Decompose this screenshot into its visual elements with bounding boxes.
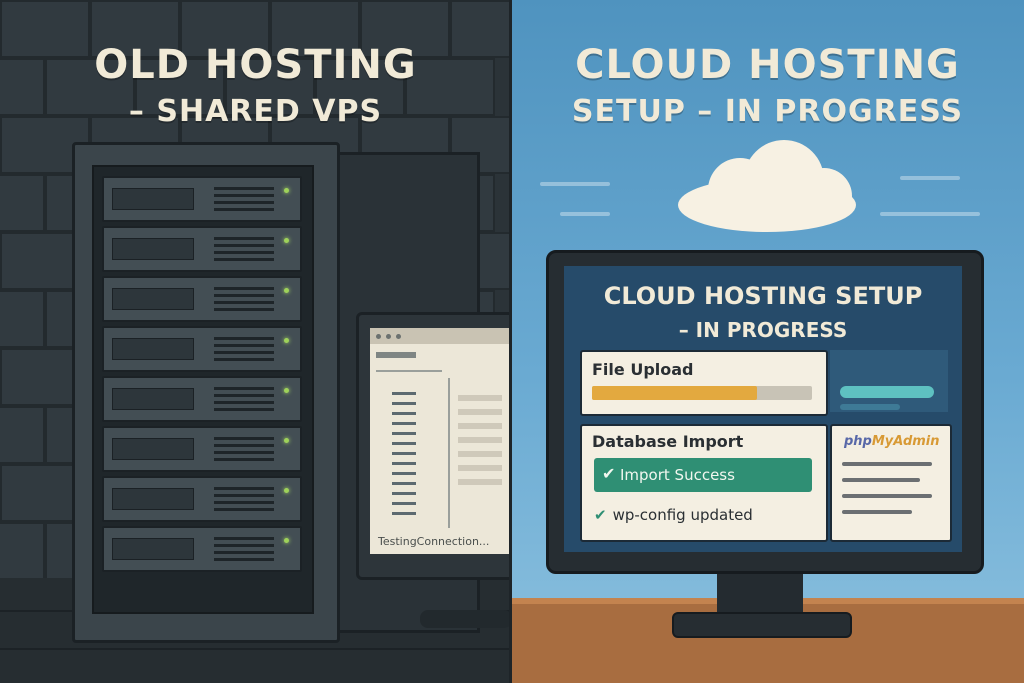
cloud-icon <box>678 140 856 232</box>
file-upload-progress-fill <box>592 386 757 400</box>
check-icon: ✔ <box>594 506 607 524</box>
phpmyadmin-logo: phpMyAdmin <box>844 434 940 449</box>
text-line <box>392 442 416 445</box>
floor-line <box>0 648 511 650</box>
text-line <box>842 510 912 514</box>
window-dot-icon <box>386 334 391 339</box>
server-unit <box>102 326 302 372</box>
brick <box>360 0 450 58</box>
server-unit <box>102 176 302 222</box>
status-bar-indicator <box>840 386 934 398</box>
brick <box>0 174 45 232</box>
wp-config-label: wp-config updated <box>612 506 753 524</box>
window-dot-icon <box>376 334 381 339</box>
cloud-hosting-title: CLOUD HOSTING <box>575 42 960 88</box>
text-line <box>376 352 416 358</box>
brick <box>180 0 270 58</box>
screen-title: CLOUD HOSTING SETUP <box>603 282 923 310</box>
monitor-base <box>672 612 852 638</box>
import-success-badge: ✔ Import Success <box>594 458 812 492</box>
mini-monitor-stand <box>420 610 512 628</box>
server-unit <box>102 276 302 322</box>
brick <box>0 290 45 348</box>
status-led-icon <box>284 288 289 293</box>
window-dot-icon <box>396 334 401 339</box>
sky-streak <box>880 212 980 216</box>
brick <box>135 58 225 116</box>
status-led-icon <box>284 438 289 443</box>
wp-config-status: ✔ wp-config updated <box>594 506 753 524</box>
text-line <box>392 452 416 455</box>
text-line <box>458 395 502 401</box>
screen-subtitle: – IN PROGRESS <box>678 318 848 342</box>
cloud-hosting-subtitle: SETUP – IN PROGRESS <box>571 94 964 129</box>
text-line <box>392 502 416 505</box>
old-hosting-subtitle: – SHARED VPS <box>128 94 383 129</box>
text-line <box>458 437 502 443</box>
brick <box>0 406 45 464</box>
text-line <box>392 462 416 465</box>
brick <box>0 58 45 116</box>
text-line <box>842 494 932 498</box>
phpmyadmin-card <box>830 424 952 542</box>
text-line <box>392 412 416 415</box>
text-line <box>376 370 442 372</box>
text-line <box>392 482 416 485</box>
check-icon: ✔ <box>602 464 616 483</box>
monitor-neck <box>717 566 803 618</box>
brick <box>315 58 405 116</box>
server-unit <box>102 226 302 272</box>
connection-status-text: TestingConnection... <box>378 535 490 548</box>
old-hosting-title: OLD HOSTING <box>94 42 417 88</box>
brick <box>45 58 135 116</box>
brick <box>405 58 495 116</box>
text-line <box>842 462 932 466</box>
import-success-label: Import Success <box>620 466 735 484</box>
status-led-icon <box>284 538 289 543</box>
text-line <box>458 451 502 457</box>
status-led-icon <box>284 488 289 493</box>
sky-streak <box>540 182 610 186</box>
server-unit <box>102 376 302 422</box>
sky-streak <box>900 176 960 180</box>
server-unit <box>102 426 302 472</box>
database-import-label: Database Import <box>592 432 744 451</box>
mini-window-titlebar <box>370 328 510 344</box>
side-pane <box>830 350 948 412</box>
text-line <box>448 378 450 528</box>
status-led-icon <box>284 238 289 243</box>
text-line <box>458 479 502 485</box>
text-line <box>392 512 416 515</box>
file-upload-progress <box>592 386 812 400</box>
brick <box>90 0 180 58</box>
status-bar-indicator <box>840 404 900 410</box>
brick <box>225 58 315 116</box>
text-line <box>392 402 416 405</box>
text-line <box>458 409 502 415</box>
text-line <box>458 423 502 429</box>
text-line <box>392 492 416 495</box>
text-line <box>392 432 416 435</box>
status-led-icon <box>284 188 289 193</box>
server-unit <box>102 476 302 522</box>
text-line <box>392 392 416 395</box>
brick <box>0 522 45 580</box>
file-upload-label: File Upload <box>592 360 694 379</box>
brick <box>270 0 360 58</box>
text-line <box>392 422 416 425</box>
file-upload-card <box>580 350 828 416</box>
sky-streak <box>560 212 610 216</box>
text-line <box>458 465 502 471</box>
brick <box>0 0 90 58</box>
server-unit <box>102 526 302 572</box>
panel-divider <box>509 0 512 683</box>
text-line <box>392 472 416 475</box>
text-line <box>842 478 920 482</box>
status-led-icon <box>284 338 289 343</box>
status-led-icon <box>284 388 289 393</box>
